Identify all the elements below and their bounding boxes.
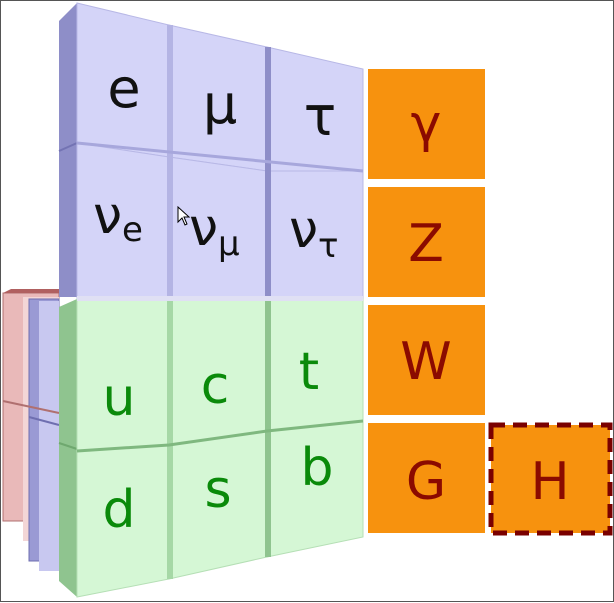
quark-up-label: u <box>103 368 136 428</box>
back-blue-divider <box>28 416 60 426</box>
lepton-col-divider-2 <box>265 47 271 299</box>
quark-side <box>58 299 78 597</box>
boson-cell-gluon <box>368 423 485 533</box>
boson-labels: γ Z W G H <box>400 94 569 512</box>
lepton-muon-label: μ <box>203 73 237 136</box>
neutrino-tau-label: ντ <box>289 200 339 266</box>
lepton-electron-label: e <box>107 57 140 120</box>
quark-grid <box>76 296 364 598</box>
mouse-cursor-icon <box>177 206 191 226</box>
boson-cell-z <box>368 187 485 297</box>
quark-strange-label: s <box>204 460 231 520</box>
quark-down-label: d <box>102 480 135 540</box>
back-red-top <box>3 289 59 293</box>
z-boson-label: Z <box>408 214 444 274</box>
quark-top-label: t <box>299 342 319 402</box>
lepton-labels: e μ τ νe νμ ντ <box>93 57 339 266</box>
photon-label: γ <box>411 94 442 154</box>
neutrino-e-label: νe <box>93 186 143 250</box>
boson-cell-w <box>368 305 485 415</box>
quark-charm-label: c <box>201 356 230 416</box>
lepton-side-strip <box>59 3 77 297</box>
quark-labels: u c t d s b <box>102 342 333 540</box>
higgs-cell <box>488 422 613 536</box>
boson-cell-photon <box>368 69 485 179</box>
lepton-side-divider <box>58 142 78 152</box>
quark-col-divider-1 <box>167 299 173 579</box>
lepton-grid <box>76 2 364 300</box>
neutrino-mu-label: νμ <box>189 198 240 264</box>
back-red-divider <box>2 400 60 414</box>
back-layers <box>2 289 60 571</box>
back-blue-inner <box>39 301 59 571</box>
w-boson-label: W <box>400 332 451 392</box>
quark-side-strip <box>59 299 77 597</box>
lepton-side <box>58 3 78 297</box>
quark-row-divider <box>76 419 364 453</box>
lepton-tau-label: τ <box>304 85 337 148</box>
lepton-row-divider <box>76 141 364 173</box>
quark-bottom-label: b <box>300 438 333 498</box>
higgs-label: H <box>530 452 569 512</box>
boson-column <box>368 69 485 533</box>
lepton-col-divider-1 <box>167 25 173 299</box>
quark-col-divider-2 <box>265 299 271 557</box>
lepton-quark-seam <box>77 296 363 301</box>
quark-side-divider <box>58 442 78 450</box>
gluon-label: G <box>406 452 446 512</box>
